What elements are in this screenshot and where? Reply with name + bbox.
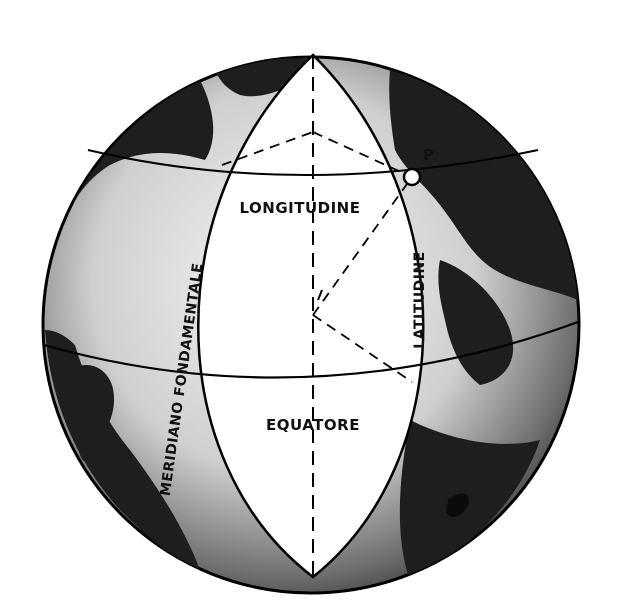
point-p-marker [404,169,420,185]
point-p-label: P [423,146,435,164]
equator-label: EQUATORE [266,416,360,434]
longitude-label: LONGITUDINE [240,199,361,217]
latitude-label: LATITUDINE [412,251,428,348]
continent-bottom-right [400,420,540,580]
